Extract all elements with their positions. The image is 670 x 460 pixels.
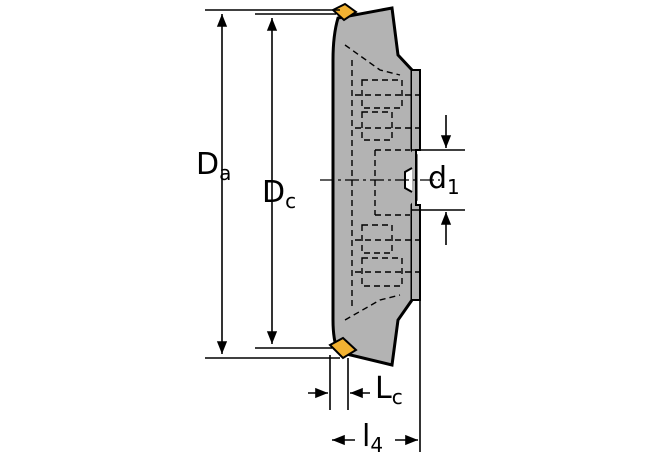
lc-label: Lc [375, 371, 403, 409]
cutter-body [331, 6, 418, 367]
d1-label: d1 [428, 161, 460, 199]
flange-step [412, 69, 421, 301]
lc-dimension [308, 355, 370, 410]
dc-label: Dc [262, 175, 296, 213]
da-dimension [205, 9, 340, 359]
top-insert [331, 2, 358, 22]
hidden-lines [344, 44, 425, 321]
l4-label: l4 [362, 419, 383, 457]
da-label: Da [196, 147, 231, 185]
l4-dimension [332, 300, 421, 452]
dc-dimension [255, 13, 336, 349]
d1-dimension [412, 115, 465, 245]
bottom-insert [328, 336, 358, 360]
